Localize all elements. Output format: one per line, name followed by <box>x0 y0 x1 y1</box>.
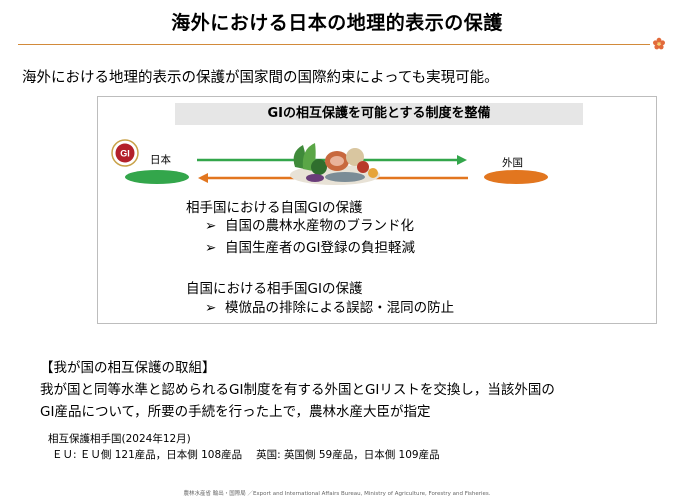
initiative-heading: 【我が国の相互保護の取組】 <box>40 360 216 376</box>
list-item-text: 模倣品の排除による誤認・混同の防止 <box>225 300 455 316</box>
gi-mark-icon: GI <box>111 139 139 167</box>
arrow-to-foreign-head <box>457 155 467 165</box>
panel-heading: GIの相互保護を可能とする制度を整備 <box>175 103 583 125</box>
section-domestic-protection-title: 自国における相手国GIの保護 <box>186 281 363 297</box>
partners-list: ＥＵ: ＥＵ側 121産品，日本側 108産品 英国: 英国側 59産品，日本側 … <box>52 447 440 462</box>
list-item: ➢ 模倣品の排除による誤認・混同の防止 <box>205 296 454 316</box>
title-divider <box>18 44 650 45</box>
japan-marker <box>125 170 189 184</box>
gi-mark-text: GI <box>120 149 130 159</box>
lead-statement: 海外における地理的表示の保護が国家間の国際約束によっても実現可能。 <box>22 70 499 86</box>
partner-uk: 英国: 英国側 59産品，日本側 109産品 <box>256 449 440 461</box>
partner-eu: ＥＵ: ＥＵ側 121産品，日本側 108産品 <box>52 449 243 461</box>
arrow-bullet-icon: ➢ <box>205 300 217 316</box>
initiative-text-line: GI産品について，所要の手続を行った上で，農林水産大臣が指定 <box>40 404 431 420</box>
japan-label: 日本 <box>150 154 171 166</box>
agricultural-products-icon <box>290 143 380 185</box>
page-title: 海外における日本の地理的表示の保護 <box>171 12 503 34</box>
initiative-text-line: 我が国と同等水準と認められるGI制度を有する外国とGIリストを交換し，当該外国の <box>40 382 555 398</box>
partners-heading: 相互保護相手国(2024年12月) <box>48 433 191 445</box>
footer-credit: 農林水産省 輸出・国際局 ／Export and International A… <box>183 491 491 497</box>
gi-mutual-protection-panel <box>97 96 657 324</box>
list-item-text: 自国生産者のGI登録の負担軽減 <box>225 240 415 256</box>
list-item-text: 自国の農林水産物のブランド化 <box>225 218 414 234</box>
plum-blossom-icon <box>653 37 665 50</box>
list-item: ➢ 自国の農林水産物のブランド化 <box>205 214 414 234</box>
foreign-marker <box>484 170 548 184</box>
list-item: ➢ 自国生産者のGI登録の負担軽減 <box>205 236 415 256</box>
section-foreign-protection-title: 相手国における自国GIの保護 <box>186 200 363 216</box>
arrow-bullet-icon: ➢ <box>205 218 217 234</box>
arrow-to-japan-head <box>198 173 208 183</box>
arrow-bullet-icon: ➢ <box>205 240 217 256</box>
foreign-label: 外国 <box>502 157 523 169</box>
